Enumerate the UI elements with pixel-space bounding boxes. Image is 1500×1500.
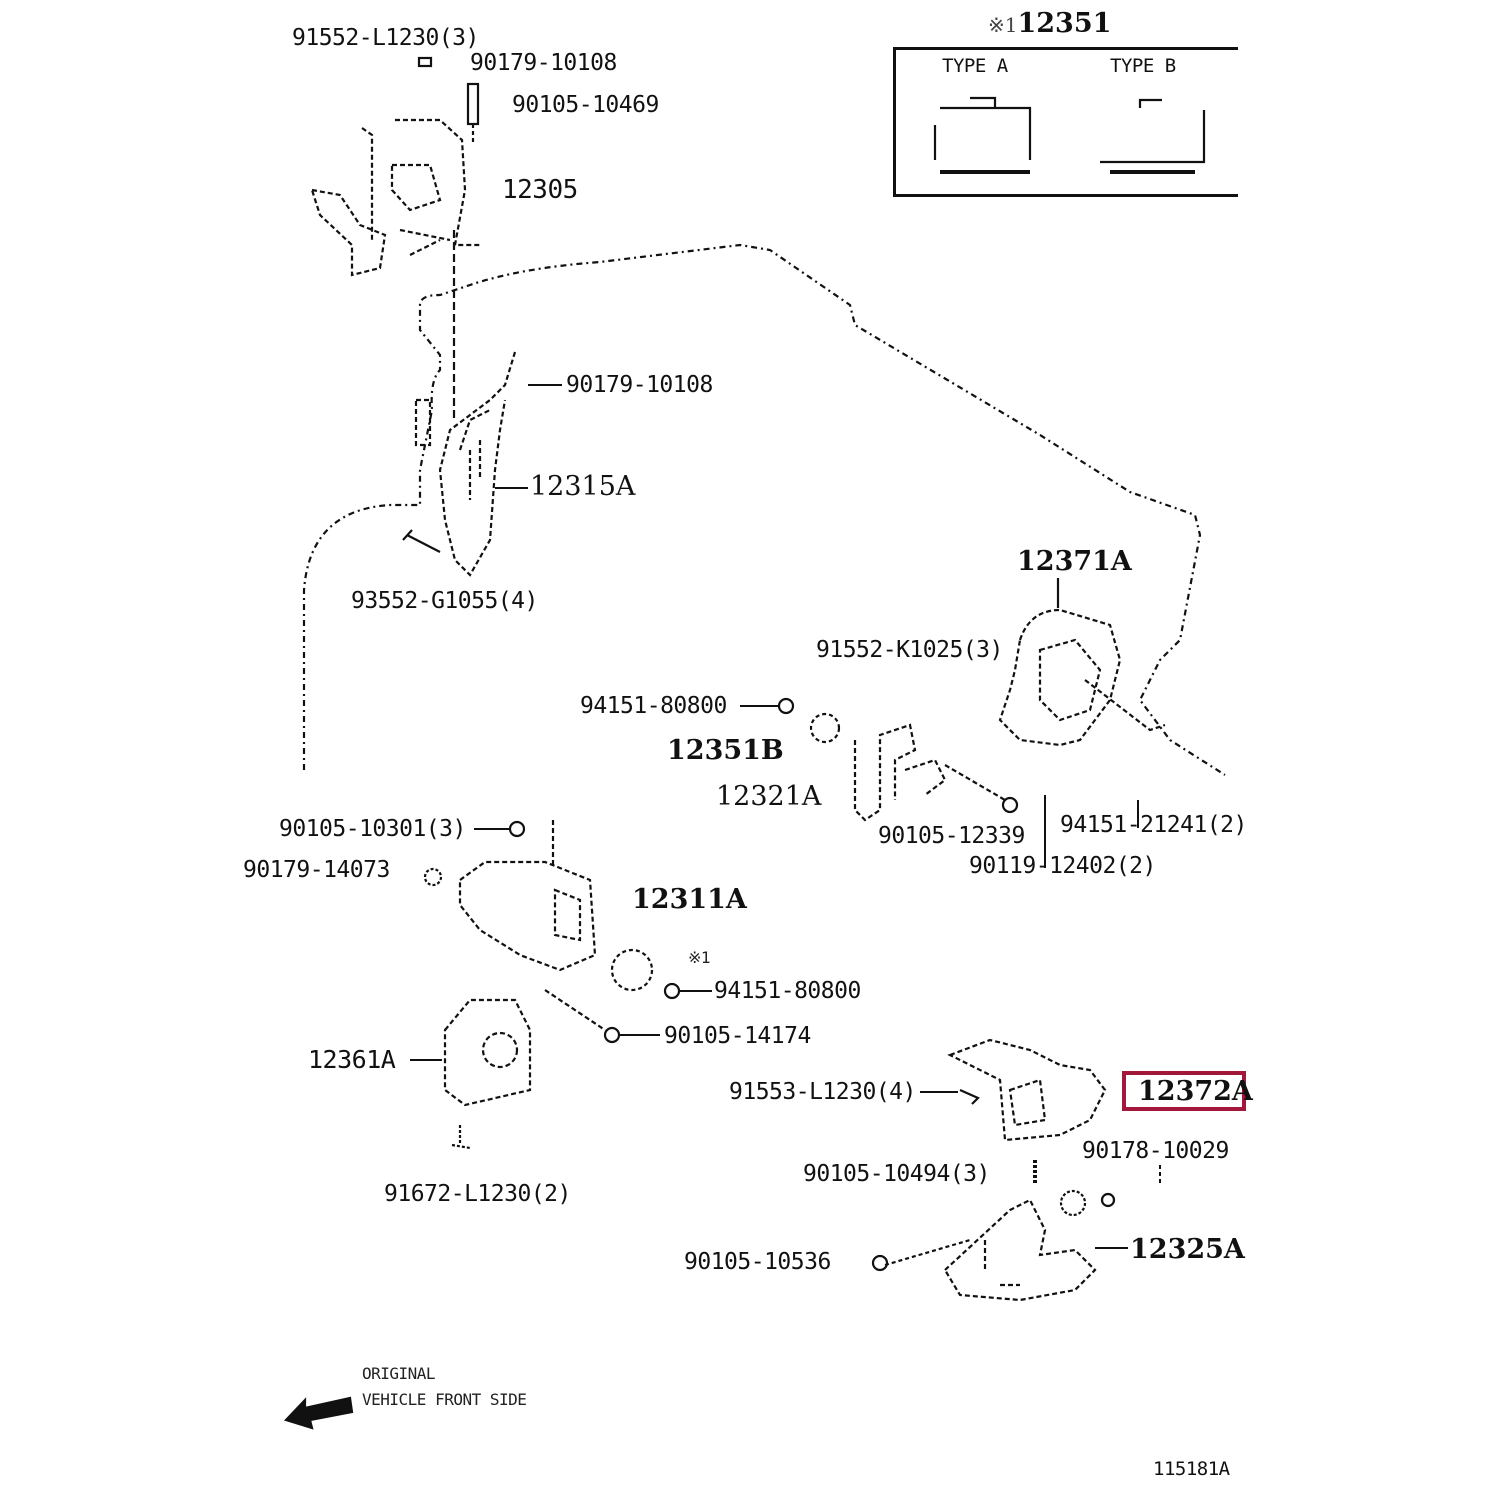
label-12315A[interactable]: 12315A — [530, 471, 636, 502]
type-b-drawing — [1100, 98, 1206, 174]
label-91553-L1230[interactable]: 91553-L1230(4) — [729, 1079, 916, 1105]
part-12361A-drawing — [443, 998, 532, 1107]
type-a-drawing — [933, 96, 1032, 174]
part-12305-drawing — [310, 118, 480, 277]
highlighted-part-box — [1122, 1071, 1246, 1111]
part-12371A-drawing — [998, 608, 1166, 747]
part-12315A-drawing — [414, 351, 517, 577]
bolt-head-90105-10536-drawing — [871, 1254, 889, 1272]
label-12321A[interactable]: 12321A — [716, 781, 822, 812]
label-90119-12402[interactable]: 90119-12402(2) — [969, 853, 1156, 879]
label-12311A[interactable]: 12311A — [632, 884, 747, 915]
label-90105-10469[interactable]: 90105-10469 — [512, 92, 659, 118]
label-93552-G1055[interactable]: 93552-G1055(4) — [351, 588, 538, 614]
label-90105-14174[interactable]: 90105-14174 — [664, 1023, 811, 1049]
bolt-91553-L1230-drawing — [959, 1088, 980, 1105]
bolt-90105-10536-drawing — [884, 1238, 971, 1267]
direction-note-line1: ORIGINAL — [362, 1364, 436, 1383]
label-94151-80800-b[interactable]: 94151-80800 — [714, 978, 861, 1004]
label-12371A[interactable]: 12371A — [1017, 546, 1132, 577]
legend-title: ※112351 — [988, 8, 1111, 39]
label-91672-L1230[interactable]: 91672-L1230(2) — [384, 1181, 571, 1207]
bolt-91672-L1230-drawing — [451, 1125, 471, 1150]
figure-code: 115181A — [1153, 1458, 1230, 1480]
part-12372A-drawing — [947, 1038, 1107, 1142]
legend-part-number: 12351 — [1017, 8, 1112, 39]
label-90105-10301[interactable]: 90105-10301(3) — [279, 816, 466, 842]
washer-94151-80800-b-drawing — [663, 982, 681, 1000]
label-91552-L1230[interactable]: 91552-L1230(3) — [292, 25, 479, 51]
washer-90178-10029-drawing — [1059, 1189, 1087, 1217]
nut-90178-10029-drawing — [1100, 1192, 1116, 1208]
label-91552-K1025[interactable]: 91552-K1025(3) — [816, 637, 1003, 663]
note-mark-1: ※1 — [688, 948, 711, 967]
bolt-head-90105-14174-drawing — [603, 1026, 621, 1044]
washer-94151-80800-a-drawing — [777, 697, 795, 715]
bolt-90179-14073-drawing — [423, 867, 443, 887]
arrow-left-icon — [283, 1396, 354, 1430]
bolt-90105-10469-drawing — [466, 82, 480, 145]
label-12351B[interactable]: 12351B — [667, 735, 784, 766]
label-90179-10108-mid[interactable]: 90179-10108 — [566, 372, 713, 398]
label-90105-10536[interactable]: 90105-10536 — [684, 1249, 831, 1275]
note-mark: ※1 — [988, 13, 1018, 37]
bushing-12311A-drawing — [610, 948, 654, 992]
part-12321A-drawing — [853, 723, 1006, 822]
legend-box — [893, 47, 1238, 197]
label-90178-10029[interactable]: 90178-10029 — [1082, 1138, 1229, 1164]
label-90105-10494[interactable]: 90105-10494(3) — [803, 1161, 990, 1187]
part-12311A-drawing — [458, 820, 606, 1031]
bolt-90105-10301-drawing — [508, 820, 526, 838]
label-94151-21241[interactable]: 94151-21241(2) — [1060, 812, 1247, 838]
bolt-head-90105-12339-drawing — [1001, 796, 1019, 814]
engine-outline — [302, 243, 1226, 776]
part-12325A-drawing — [943, 1198, 1097, 1302]
nut-91552-L1230-drawing — [417, 56, 433, 68]
legend-type-b: TYPE B — [1110, 55, 1176, 77]
label-12361A[interactable]: 12361A — [308, 1045, 396, 1074]
label-90105-12339[interactable]: 90105-12339 — [878, 823, 1025, 849]
label-12372A[interactable]: 12372A — [1138, 1076, 1253, 1107]
label-90179-14073[interactable]: 90179-14073 — [243, 857, 390, 883]
label-12305[interactable]: 12305 — [502, 175, 578, 205]
bolt-93552-G1055-drawing — [402, 529, 441, 553]
legend-type-a: TYPE A — [942, 55, 1008, 77]
label-94151-80800-a[interactable]: 94151-80800 — [580, 693, 727, 719]
label-12325A[interactable]: 12325A — [1130, 1234, 1245, 1265]
direction-note-line2: VEHICLE FRONT SIDE — [362, 1390, 527, 1409]
bushing-12351B-drawing — [809, 712, 841, 744]
label-90179-10108-top[interactable]: 90179-10108 — [470, 50, 617, 76]
leader-lines — [410, 384, 1161, 1249]
